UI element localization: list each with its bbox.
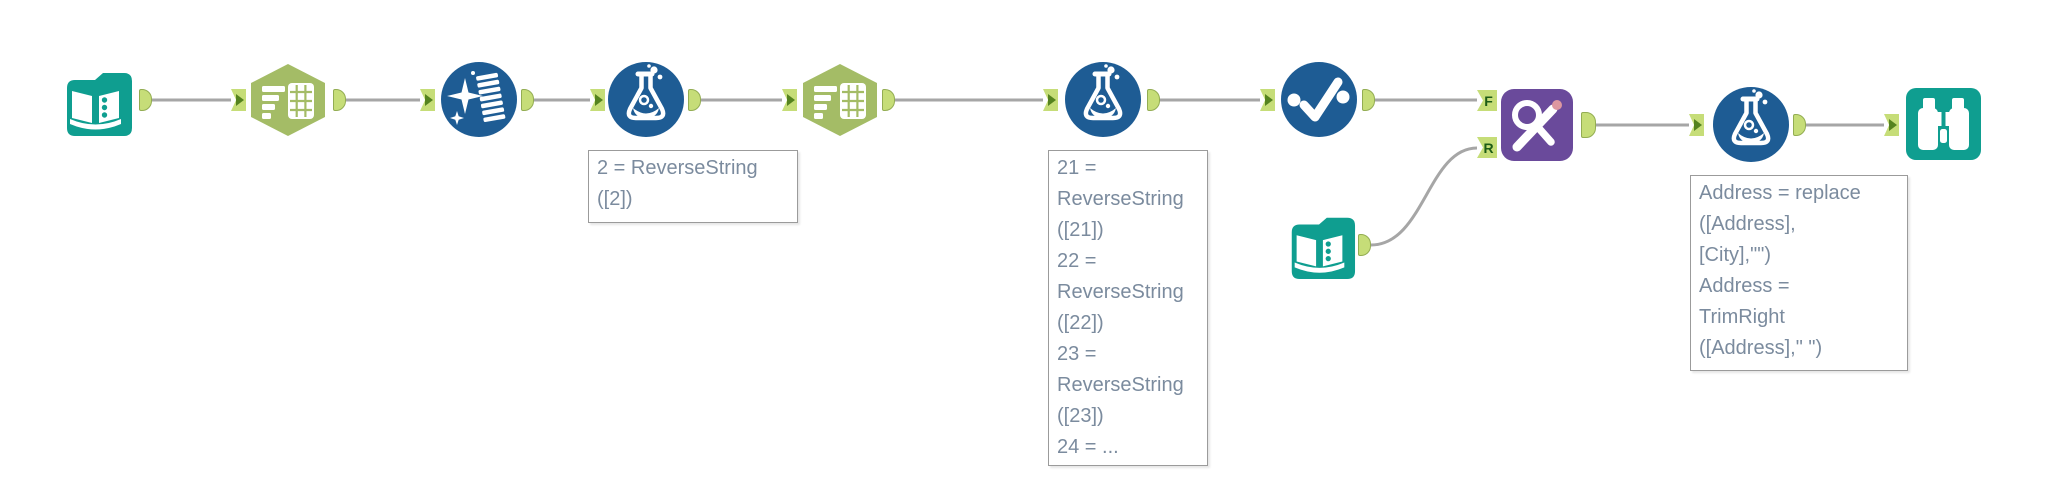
input-data-tool-2[interactable] [1283,208,1356,281]
wire-input2-to-findreplace-r[interactable] [1370,146,1478,247]
find-replace-icon [1501,89,1573,161]
input-anchor[interactable] [1043,89,1058,111]
annotation-formula-3[interactable]: Address = replace ([Address], [City],"")… [1690,175,1908,371]
find-input-anchor[interactable]: F [1477,90,1497,111]
find-replace-tool[interactable] [1500,88,1574,162]
data-cleansing-icon [441,62,517,137]
formula-icon [608,62,684,137]
data-cleansing-tool[interactable] [440,61,518,138]
annotation-formula-1[interactable]: 2 = ReverseString ([2]) [588,150,798,223]
unique-tool[interactable] [1280,61,1358,138]
input-anchor[interactable] [1689,114,1704,136]
text-to-columns-tool-1[interactable] [246,61,330,139]
output-anchor[interactable] [1581,112,1596,138]
input-anchor[interactable] [1260,89,1275,111]
unique-icon [1281,62,1357,137]
input-anchor[interactable] [420,89,435,111]
browse-icon [1906,88,1981,160]
find-anchor-label: F [1484,92,1493,109]
input-data-icon [1291,217,1356,280]
formula-tool-2[interactable] [1064,61,1142,138]
input-anchor[interactable] [590,89,605,111]
input-data-icon [67,73,132,136]
formula-icon [1065,62,1141,137]
text-to-columns-icon [803,64,877,136]
input-anchor[interactable] [1884,114,1899,136]
input-anchor[interactable] [782,89,797,111]
browse-tool[interactable] [1905,87,1982,161]
replace-input-anchor[interactable]: R [1477,137,1497,158]
replace-anchor-label: R [1483,139,1494,156]
text-to-columns-icon [251,64,325,136]
text-to-columns-tool-2[interactable] [798,61,882,139]
input-anchor[interactable] [231,89,246,111]
annotation-formula-2[interactable]: 21 = ReverseString ([21]) 22 = ReverseSt… [1048,150,1208,466]
formula-icon [1713,87,1789,162]
formula-tool-3[interactable] [1712,86,1790,163]
formula-tool-1[interactable] [607,61,685,138]
input-data-tool-1[interactable] [58,63,133,138]
